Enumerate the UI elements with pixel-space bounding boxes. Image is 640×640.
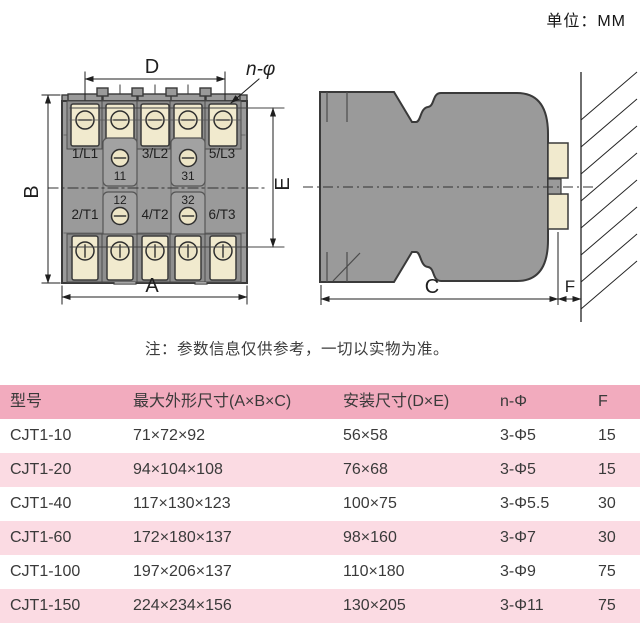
dim-label-e: E xyxy=(272,177,294,190)
cell-max-dims: 172×180×137 xyxy=(133,529,232,546)
mounting-wall xyxy=(580,71,638,322)
cell-f: 15 xyxy=(598,427,616,444)
aux-label-12: 12 xyxy=(113,193,127,207)
cell-f: 15 xyxy=(598,461,616,478)
terminal-label-4t2: 4/T2 xyxy=(141,207,168,222)
header-cell-mounting-dims: 安装尺寸(D×E) xyxy=(343,393,450,410)
dim-label-d: D xyxy=(145,56,159,78)
cell-mounting-dims: 56×58 xyxy=(343,427,388,444)
terminal-label-3l2: 3/L2 xyxy=(142,146,168,161)
dim-label-c: C xyxy=(425,276,439,298)
table-row: CJT1-150 224×234×156 130×205 3-Φ11 75 xyxy=(0,589,640,623)
cell-f: 30 xyxy=(598,529,616,546)
cell-hole: 3-Φ5.5 xyxy=(500,495,550,512)
header-cell-hole: n-Φ xyxy=(500,393,527,410)
cell-model: CJT1-10 xyxy=(10,427,72,444)
cell-mounting-dims: 98×160 xyxy=(343,529,397,546)
hole-callout-label: n-φ xyxy=(246,59,275,80)
spec-table: 型号 最大外形尺寸(A×B×C) 安装尺寸(D×E) n-Φ F CJT1-10… xyxy=(0,385,640,623)
dimension-B xyxy=(41,94,61,284)
terminal-label-6t3: 6/T3 xyxy=(208,207,235,222)
cell-hole: 3-Φ9 xyxy=(500,563,536,580)
dim-label-f: F xyxy=(565,277,575,296)
contactor-side-body xyxy=(319,91,549,283)
side-view: C F xyxy=(303,71,638,322)
cell-model: CJT1-60 xyxy=(10,529,72,546)
table-row: CJT1-60 172×180×137 98×160 3-Φ7 30 xyxy=(0,521,640,555)
terminal-label-2t1: 2/T1 xyxy=(71,207,98,222)
aux-label-11: 11 xyxy=(114,169,127,183)
dimension-A xyxy=(61,285,248,305)
dimension-drawing: 1/L1 3/L2 5/L3 11 31 12 xyxy=(21,56,638,322)
table-row: CJT1-10 71×72×92 56×58 3-Φ5 15 xyxy=(0,419,640,453)
cell-model: CJT1-150 xyxy=(10,597,81,614)
cell-f: 75 xyxy=(598,563,616,580)
table-row: CJT1-20 94×104×108 76×68 3-Φ5 15 xyxy=(0,453,640,487)
cell-f: 30 xyxy=(598,495,616,512)
cell-f: 75 xyxy=(598,597,616,614)
dim-label-b: B xyxy=(21,185,43,198)
front-view: 1/L1 3/L2 5/L3 11 31 12 xyxy=(21,56,294,305)
cell-hole: 3-Φ7 xyxy=(500,529,536,546)
header-cell-model: 型号 xyxy=(10,393,43,410)
top-terminal-row xyxy=(66,84,285,150)
aux-label-32: 32 xyxy=(181,193,195,207)
header-cell-max-dims: 最大外形尺寸(A×B×C) xyxy=(133,393,292,410)
header-cell-f: F xyxy=(598,393,608,410)
cell-hole: 3-Φ5 xyxy=(500,427,536,444)
dim-label-a: A xyxy=(145,275,159,297)
cell-model: CJT1-100 xyxy=(10,563,81,580)
aux-contacts-upper: 11 31 xyxy=(102,137,206,187)
hole-callout-leader xyxy=(230,78,260,104)
terminal-label-1l1: 1/L1 xyxy=(72,146,98,161)
table-row: CJT1-40 117×130×123 100×75 3-Φ5.5 30 xyxy=(0,487,640,521)
cell-hole: 3-Φ5 xyxy=(500,461,536,478)
table-row: CJT1-100 197×206×137 110×180 3-Φ9 75 xyxy=(0,555,640,589)
bottom-terminal-row xyxy=(66,233,285,283)
terminal-label-5l3: 5/L3 xyxy=(209,146,235,161)
cell-hole: 3-Φ11 xyxy=(500,597,544,614)
cell-max-dims: 224×234×156 xyxy=(133,597,232,614)
cell-mounting-dims: 110×180 xyxy=(343,563,405,580)
cell-mounting-dims: 76×68 xyxy=(343,461,388,478)
cell-max-dims: 117×130×123 xyxy=(133,495,231,512)
cell-mounting-dims: 130×205 xyxy=(343,597,406,614)
cell-max-dims: 71×72×92 xyxy=(133,427,206,444)
unit-label: 单位：MM xyxy=(546,13,626,30)
cell-model: CJT1-40 xyxy=(10,495,72,512)
table-header-row: 型号 最大外形尺寸(A×B×C) 安装尺寸(D×E) n-Φ F xyxy=(0,385,640,419)
aux-label-31: 31 xyxy=(181,169,195,183)
note-text: 注：参数信息仅供参考，一切以实物为准。 xyxy=(145,341,450,358)
dimension-D xyxy=(84,71,226,101)
cell-max-dims: 94×104×108 xyxy=(133,461,223,478)
cell-model: CJT1-20 xyxy=(10,461,72,478)
cell-mounting-dims: 100×75 xyxy=(343,495,397,512)
aux-contacts-lower: 12 32 xyxy=(102,191,206,241)
dimension-C xyxy=(320,232,559,305)
cell-max-dims: 197×206×137 xyxy=(133,563,232,580)
